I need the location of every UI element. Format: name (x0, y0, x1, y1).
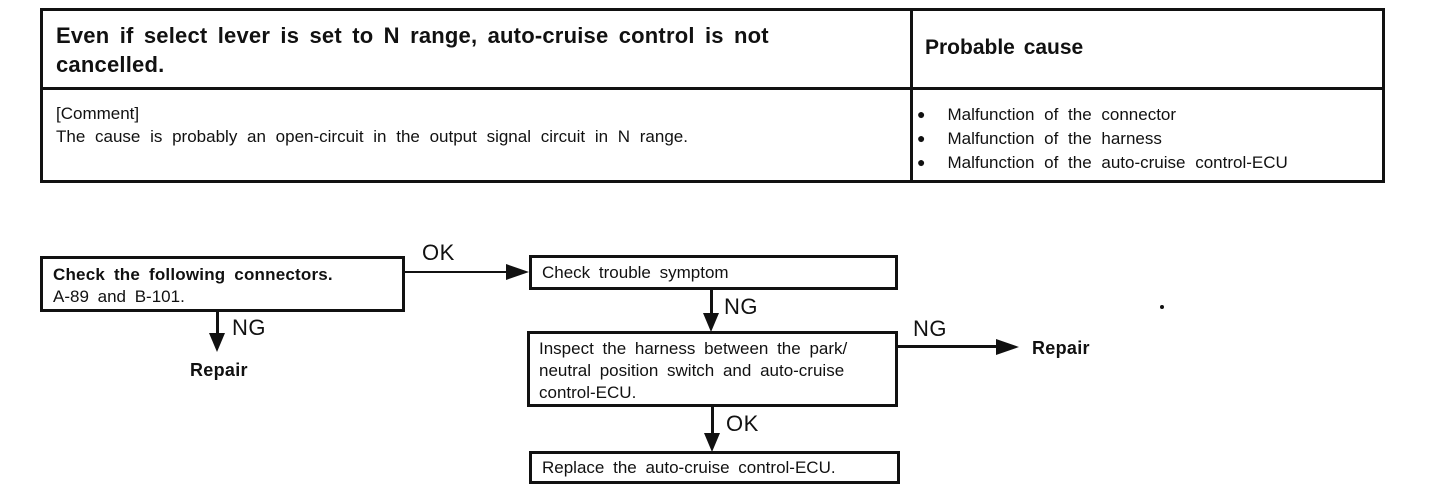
ng2-arrowhead-icon (703, 313, 719, 332)
ng3-arrowhead-icon (996, 339, 1019, 355)
cause-item: ● Malfunction of the auto-cruise control… (917, 151, 1374, 175)
inspect-harness-line: control-ECU. (539, 383, 637, 402)
check-trouble-symptom-box: Check trouble symptom (529, 255, 898, 290)
check-connectors-title: Check the following connectors. (53, 265, 333, 284)
cause-item: ● Malfunction of the connector (917, 103, 1374, 127)
repair-2-label: Repair (1032, 338, 1090, 358)
cause-text: Malfunction of the auto-cruise control-E… (947, 153, 1288, 172)
cause-text: Malfunction of the connector (947, 105, 1177, 124)
ng2-label: NG (724, 294, 758, 319)
ng1-arrowhead-icon (209, 333, 225, 352)
bullet-icon: ● (917, 130, 926, 146)
check-trouble-symptom-text: Check trouble symptom (542, 262, 729, 282)
bullet-icon: ● (917, 106, 926, 122)
check-connectors-box: Check the following connectors. A-89 and… (40, 256, 405, 312)
scan-artifact-dot (1160, 305, 1164, 309)
inspect-harness-line: Inspect the harness between the park/ (539, 339, 848, 358)
comment-label: [Comment] (56, 104, 140, 123)
comment-text: The cause is probably an open-circuit in… (56, 127, 688, 146)
bullet-icon: ● (917, 154, 926, 170)
cause-text: Malfunction of the harness (947, 129, 1162, 148)
ng3-arrow-line (898, 345, 998, 348)
ok1-arrowhead-icon (506, 264, 529, 280)
comment-cell: [Comment] The cause is probably an open-… (43, 90, 913, 180)
ok1-label: OK (422, 240, 455, 265)
probable-cause-header-text: Probable cause (925, 36, 1084, 59)
check-connectors-detail: A-89 and B-101. (53, 287, 185, 306)
ng1-arrow-line (216, 312, 219, 334)
inspect-harness-box: Inspect the harness between the park/ ne… (527, 331, 898, 407)
causes-cell: ● Malfunction of the connector ● Malfunc… (913, 90, 1382, 180)
ok2-label: OK (726, 411, 759, 436)
ng1-label: NG (232, 315, 266, 340)
table-body-row: [Comment] The cause is probably an open-… (43, 90, 1382, 180)
probable-cause-header-cell: Probable cause (913, 11, 1382, 90)
ng3-label: NG (913, 316, 947, 341)
repair-1-label: Repair (190, 360, 248, 380)
ok2-arrowhead-icon (704, 433, 720, 452)
ok2-arrow-line (711, 407, 714, 436)
symptom-table: Even if select lever is set to N range, … (40, 8, 1385, 183)
table-header-row: Even if select lever is set to N range, … (43, 11, 1382, 90)
ok1-arrow-line (405, 271, 509, 273)
symptom-header-text: Even if select lever is set to N range, … (56, 23, 769, 77)
cause-item: ● Malfunction of the harness (917, 127, 1374, 151)
ng2-arrow-line (710, 290, 713, 316)
symptom-header-cell: Even if select lever is set to N range, … (43, 11, 913, 90)
replace-ecu-box: Replace the auto-cruise control-ECU. (529, 451, 900, 484)
inspect-harness-line: neutral position switch and auto-cruise (539, 361, 845, 380)
replace-ecu-text: Replace the auto-cruise control-ECU. (542, 457, 836, 477)
